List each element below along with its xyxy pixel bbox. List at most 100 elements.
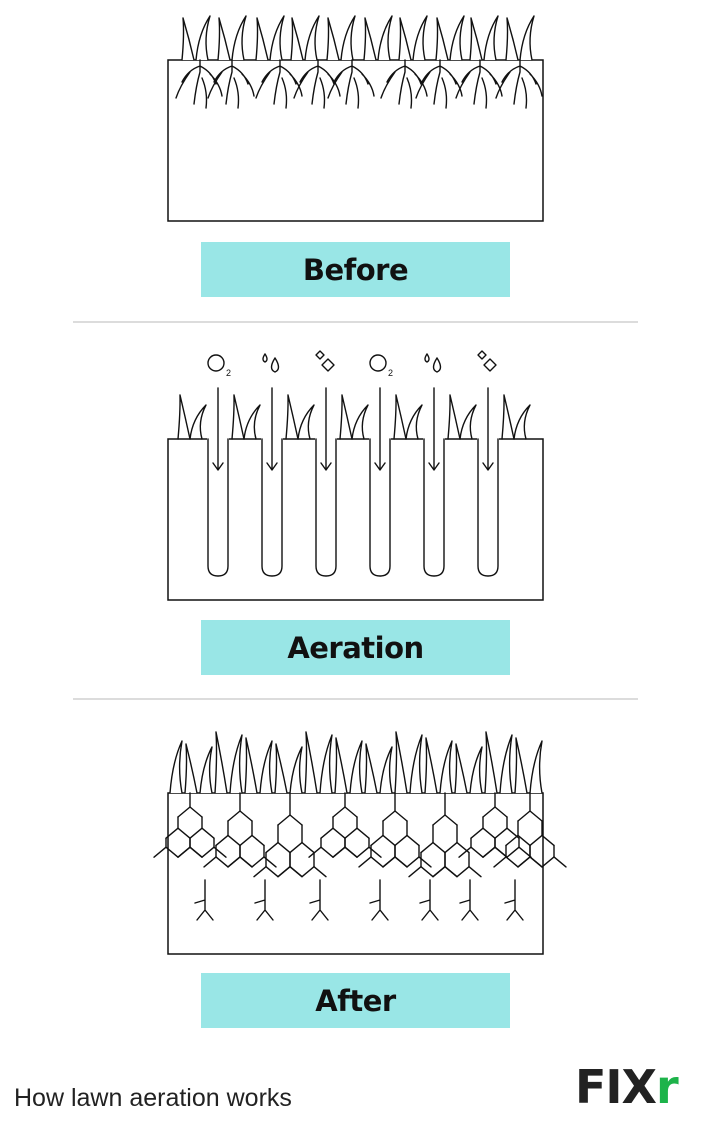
root-fork xyxy=(517,810,543,822)
root-fork xyxy=(239,834,265,847)
down-arrow xyxy=(212,387,224,471)
grass-blade xyxy=(514,737,528,794)
root-fork xyxy=(277,814,303,826)
grass-blade xyxy=(244,737,258,794)
grass-blade xyxy=(409,734,423,794)
grass-blade xyxy=(217,17,231,61)
root-fork xyxy=(203,856,229,868)
aeration-label: Aeration xyxy=(287,630,424,665)
root-fork xyxy=(382,856,408,868)
grass-blade xyxy=(259,740,273,794)
deep-root xyxy=(309,879,329,921)
root-fork xyxy=(482,846,508,858)
before-illustration xyxy=(167,15,544,222)
aeration-hole xyxy=(423,438,445,577)
root-fork xyxy=(432,865,458,878)
grass-blade xyxy=(214,731,228,794)
grass-blade xyxy=(499,734,513,794)
water-drop-icon xyxy=(432,357,442,373)
grass-blade xyxy=(195,15,211,61)
aeration-holes xyxy=(207,434,499,577)
root-cluster xyxy=(415,59,463,109)
grass-blade xyxy=(255,17,269,61)
dense-grass-blades xyxy=(169,731,543,794)
root-fork xyxy=(458,846,484,858)
grass-blade xyxy=(274,743,288,794)
deep-root xyxy=(369,879,389,921)
after-label: After xyxy=(315,983,396,1018)
water-drop-icon xyxy=(270,357,280,373)
root-fork xyxy=(420,841,446,854)
aeration-hole xyxy=(261,438,283,577)
root-cluster xyxy=(327,59,375,109)
grass-blade xyxy=(484,731,498,794)
root-fork xyxy=(301,865,327,878)
root-fork xyxy=(153,846,179,858)
grass-blade xyxy=(177,394,191,440)
root-fork xyxy=(529,834,555,847)
root-fork xyxy=(456,865,482,878)
grass-blade xyxy=(513,404,531,440)
root-fork xyxy=(332,806,358,818)
deep-root xyxy=(419,879,439,921)
root-fork xyxy=(370,834,396,847)
root-fork xyxy=(308,846,334,858)
grass-blade xyxy=(289,746,303,794)
nutrient-diamond-icon xyxy=(477,350,487,360)
grass-blade xyxy=(483,15,499,61)
divider-1 xyxy=(73,321,638,323)
grass-blades xyxy=(181,15,535,61)
grass-blade xyxy=(364,743,378,794)
root-fork xyxy=(253,865,279,878)
grass-blade xyxy=(505,17,519,61)
down-arrow xyxy=(266,387,278,471)
root-cluster xyxy=(255,59,303,109)
grass-blade xyxy=(394,731,408,794)
grass-blade xyxy=(326,17,340,61)
root-fork xyxy=(344,827,370,839)
root-fork xyxy=(320,827,346,839)
grass-blade xyxy=(439,740,453,794)
root-fork xyxy=(165,827,191,839)
before-panel: Before xyxy=(0,0,711,300)
down-arrow xyxy=(428,387,440,471)
oxygen-icon xyxy=(207,354,225,372)
water-drop-icon xyxy=(424,353,430,363)
root-fork xyxy=(541,856,567,868)
grass-blade xyxy=(349,740,363,794)
aeration-label-box: Aeration xyxy=(201,620,510,675)
grass-blade xyxy=(449,15,465,61)
root-cluster xyxy=(495,59,543,109)
root-fork xyxy=(227,810,253,822)
after-panel: After xyxy=(0,705,711,1035)
root-fork xyxy=(506,846,532,858)
grass-blade xyxy=(405,404,423,440)
deep-root xyxy=(459,879,479,921)
soil-block xyxy=(167,438,544,601)
logo-accent: r xyxy=(656,1060,679,1114)
grass-blade xyxy=(519,15,535,61)
root-fork xyxy=(493,856,519,868)
before-label-box: Before xyxy=(201,242,510,297)
grass-blade xyxy=(424,737,438,794)
grass-blade xyxy=(297,404,315,440)
grass-blade xyxy=(412,15,428,61)
grass-blade xyxy=(379,746,393,794)
root-cluster xyxy=(293,59,341,109)
nutrient-diamond-icon xyxy=(321,358,335,372)
grass-blade xyxy=(243,404,261,440)
root-fork xyxy=(277,865,303,878)
grass-blade xyxy=(351,404,369,440)
after-illustration xyxy=(153,731,567,955)
grass-blade xyxy=(304,731,318,794)
root-fork xyxy=(358,856,384,868)
grass-blade xyxy=(181,17,195,61)
grass-blade xyxy=(231,15,247,61)
grass-blade xyxy=(229,734,243,794)
grass-blade xyxy=(334,737,348,794)
deep-root xyxy=(194,879,214,921)
root-cluster xyxy=(207,59,255,109)
